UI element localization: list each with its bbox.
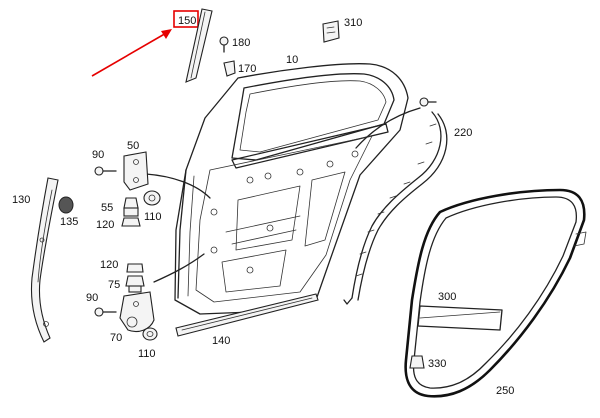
label-90-upper: 90 xyxy=(92,149,104,161)
part-135-cap xyxy=(58,196,74,214)
leader-lines xyxy=(145,107,421,283)
label-170: 170 xyxy=(238,63,256,75)
part-75-buffer xyxy=(125,275,145,293)
label-55: 55 xyxy=(101,202,113,214)
part-70-lower-hinge xyxy=(119,291,155,333)
part-120-lower-grommet xyxy=(126,263,144,273)
label-140: 140 xyxy=(212,335,230,347)
label-50: 50 xyxy=(127,140,139,152)
label-310: 310 xyxy=(344,17,362,29)
highlight-annotation xyxy=(91,10,199,77)
label-180: 180 xyxy=(232,37,250,49)
part-50-upper-hinge xyxy=(123,151,149,191)
highlight-arrowhead xyxy=(161,29,172,39)
part-140-sill-strip xyxy=(175,293,319,337)
label-135: 135 xyxy=(60,216,78,228)
label-110-lower: 110 xyxy=(138,348,156,360)
label-120-upper: 120 xyxy=(96,219,114,231)
part-150-pillar-trim xyxy=(185,8,213,83)
part-300-foil xyxy=(417,305,503,331)
label-220: 220 xyxy=(454,127,472,139)
label-110-upper: 110 xyxy=(144,211,162,223)
label-75: 75 xyxy=(108,279,120,291)
part-labels: 150 180 170 310 10 220 90 50 130 55 110 … xyxy=(12,15,514,397)
highlight-arrow xyxy=(91,31,169,77)
part-170-clip xyxy=(223,60,236,77)
label-120-lower: 120 xyxy=(100,259,118,271)
part-250-door-seal xyxy=(404,188,587,398)
part-90-upper-screw xyxy=(94,166,117,176)
label-130: 130 xyxy=(12,194,30,206)
label-150: 150 xyxy=(178,15,196,27)
label-70: 70 xyxy=(110,332,122,344)
screw-near-220 xyxy=(419,97,437,107)
label-90-lower: 90 xyxy=(86,292,98,304)
part-10-door-shell xyxy=(174,63,409,315)
part-220-edge-seal xyxy=(343,111,448,305)
part-120-upper-grommet xyxy=(121,217,141,227)
highlight-box xyxy=(173,10,199,28)
part-110-lower-nut xyxy=(142,327,158,341)
label-250: 250 xyxy=(496,385,514,397)
part-110-upper-nut xyxy=(143,190,161,206)
part-180-screw xyxy=(219,36,229,53)
part-330-clip xyxy=(409,355,425,369)
part-310-bracket xyxy=(322,20,340,43)
part-90-lower-screw xyxy=(94,307,117,317)
label-300: 300 xyxy=(438,291,456,303)
label-10: 10 xyxy=(286,54,298,66)
label-330: 330 xyxy=(428,358,446,370)
part-130-pillar-trim xyxy=(31,177,59,343)
part-55-buffer xyxy=(123,197,139,217)
